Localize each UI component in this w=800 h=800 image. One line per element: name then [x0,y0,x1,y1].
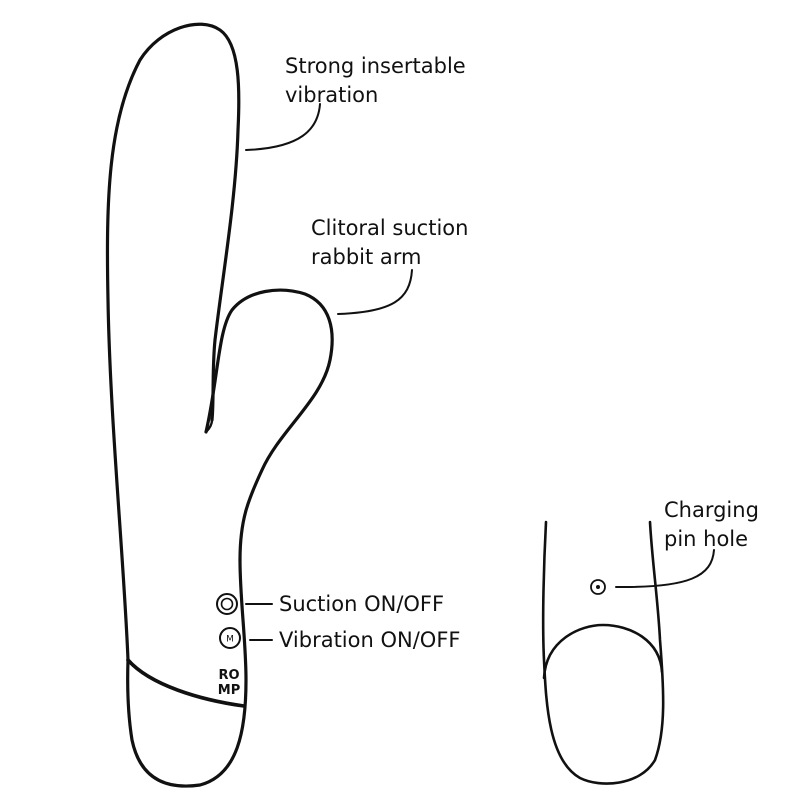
device-body-outline [105,22,334,788]
suction-button-icon [216,593,238,615]
rabbit-arm-callout-line-2: rabbit arm [311,245,422,269]
insertable-callout-line-1: Strong insertable [285,54,466,78]
device-back-view-outline [541,520,665,785]
insertable-callout: Strong insertable vibration [285,52,466,110]
charging-hole-icon [590,579,606,595]
insertable-callout-line-2: vibration [285,83,379,107]
vibration-button-glyph: M [226,635,234,645]
charging-leader-line [615,549,715,589]
charging-callout: Charging pin hole [664,496,759,554]
insertable-leader-line [245,103,321,151]
charging-callout-line-1: Charging [664,498,759,522]
rabbit-arm-callout: Clitoral suction rabbit arm [311,214,468,272]
logo-line-1: RO [218,668,239,683]
romp-logo: RO MP [218,668,240,698]
suction-button-callout: Suction ON/OFF [279,592,445,616]
vibration-button-icon: M [219,627,241,649]
rabbit-arm-callout-line-1: Clitoral suction [311,216,469,240]
charging-callout-line-2: pin hole [664,527,749,551]
logo-line-2: MP [218,683,240,698]
vibration-button-callout: Vibration ON/OFF [279,628,461,652]
rabbit-arm-leader-line [337,269,413,315]
